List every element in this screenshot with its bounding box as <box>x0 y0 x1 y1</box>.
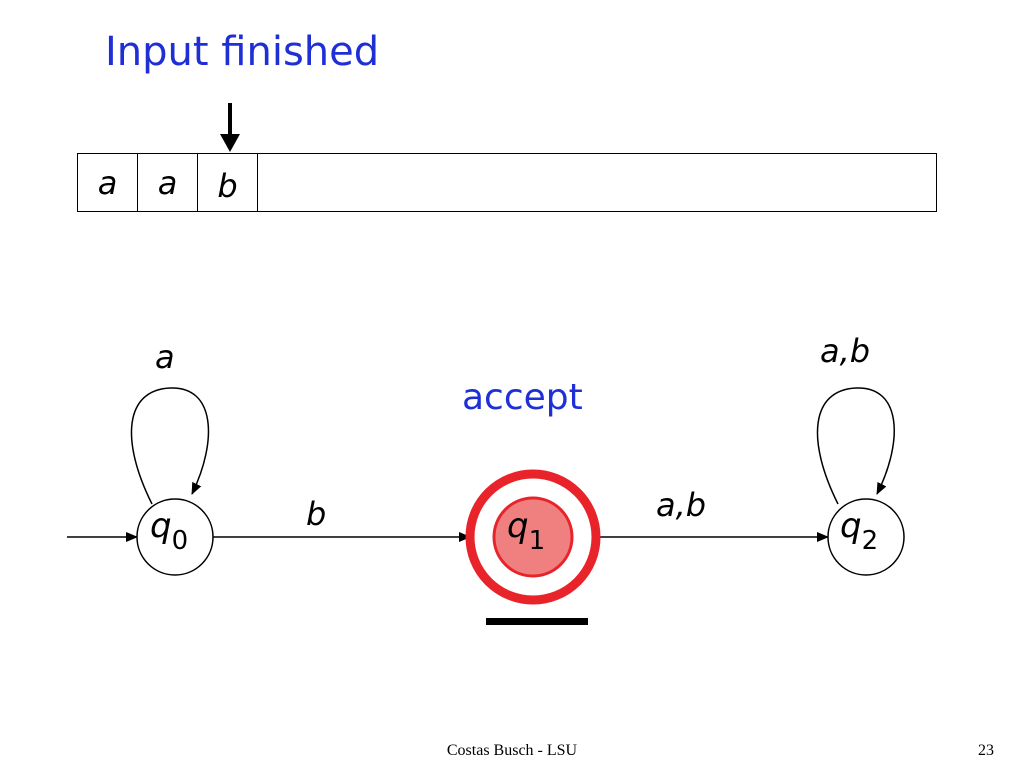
state-q1: q1 <box>465 469 601 605</box>
svg-text:q0: q0 <box>150 506 188 556</box>
accept-label: accept <box>462 377 583 418</box>
tape-cell: a <box>138 154 198 211</box>
state-q0-sub: 0 <box>172 526 189 556</box>
tape-blank-area <box>258 154 936 211</box>
state-q2-sub: 2 <box>862 526 879 556</box>
state-q2: q2 <box>827 498 905 576</box>
state-q0-name: q <box>150 506 172 546</box>
current-state-underline <box>486 618 588 625</box>
label-q1-q2: a,b <box>656 486 706 524</box>
state-q2-name: q <box>840 506 862 546</box>
state-q0: q0 <box>136 498 214 576</box>
label-q2-loop: a,b <box>820 332 870 370</box>
q2-self-loop <box>816 387 895 505</box>
tape-cell: b <box>198 154 258 211</box>
tape-cell: a <box>78 154 138 211</box>
state-q1-sub: 1 <box>529 526 546 556</box>
state-q1-name: q <box>507 506 529 546</box>
svg-text:q2: q2 <box>840 506 878 556</box>
svg-text:q1: q1 <box>507 506 545 556</box>
slide-title: Input finished <box>105 29 380 75</box>
tape-head-arrow <box>220 103 240 152</box>
label-q0-loop: a <box>155 338 175 376</box>
label-q0-q1: b <box>306 495 326 533</box>
footer-text: Costas Busch - LSU <box>446 742 578 759</box>
q0-self-loop <box>130 387 210 505</box>
input-tape: a a b <box>77 153 937 212</box>
page-number: 23 <box>978 742 994 759</box>
